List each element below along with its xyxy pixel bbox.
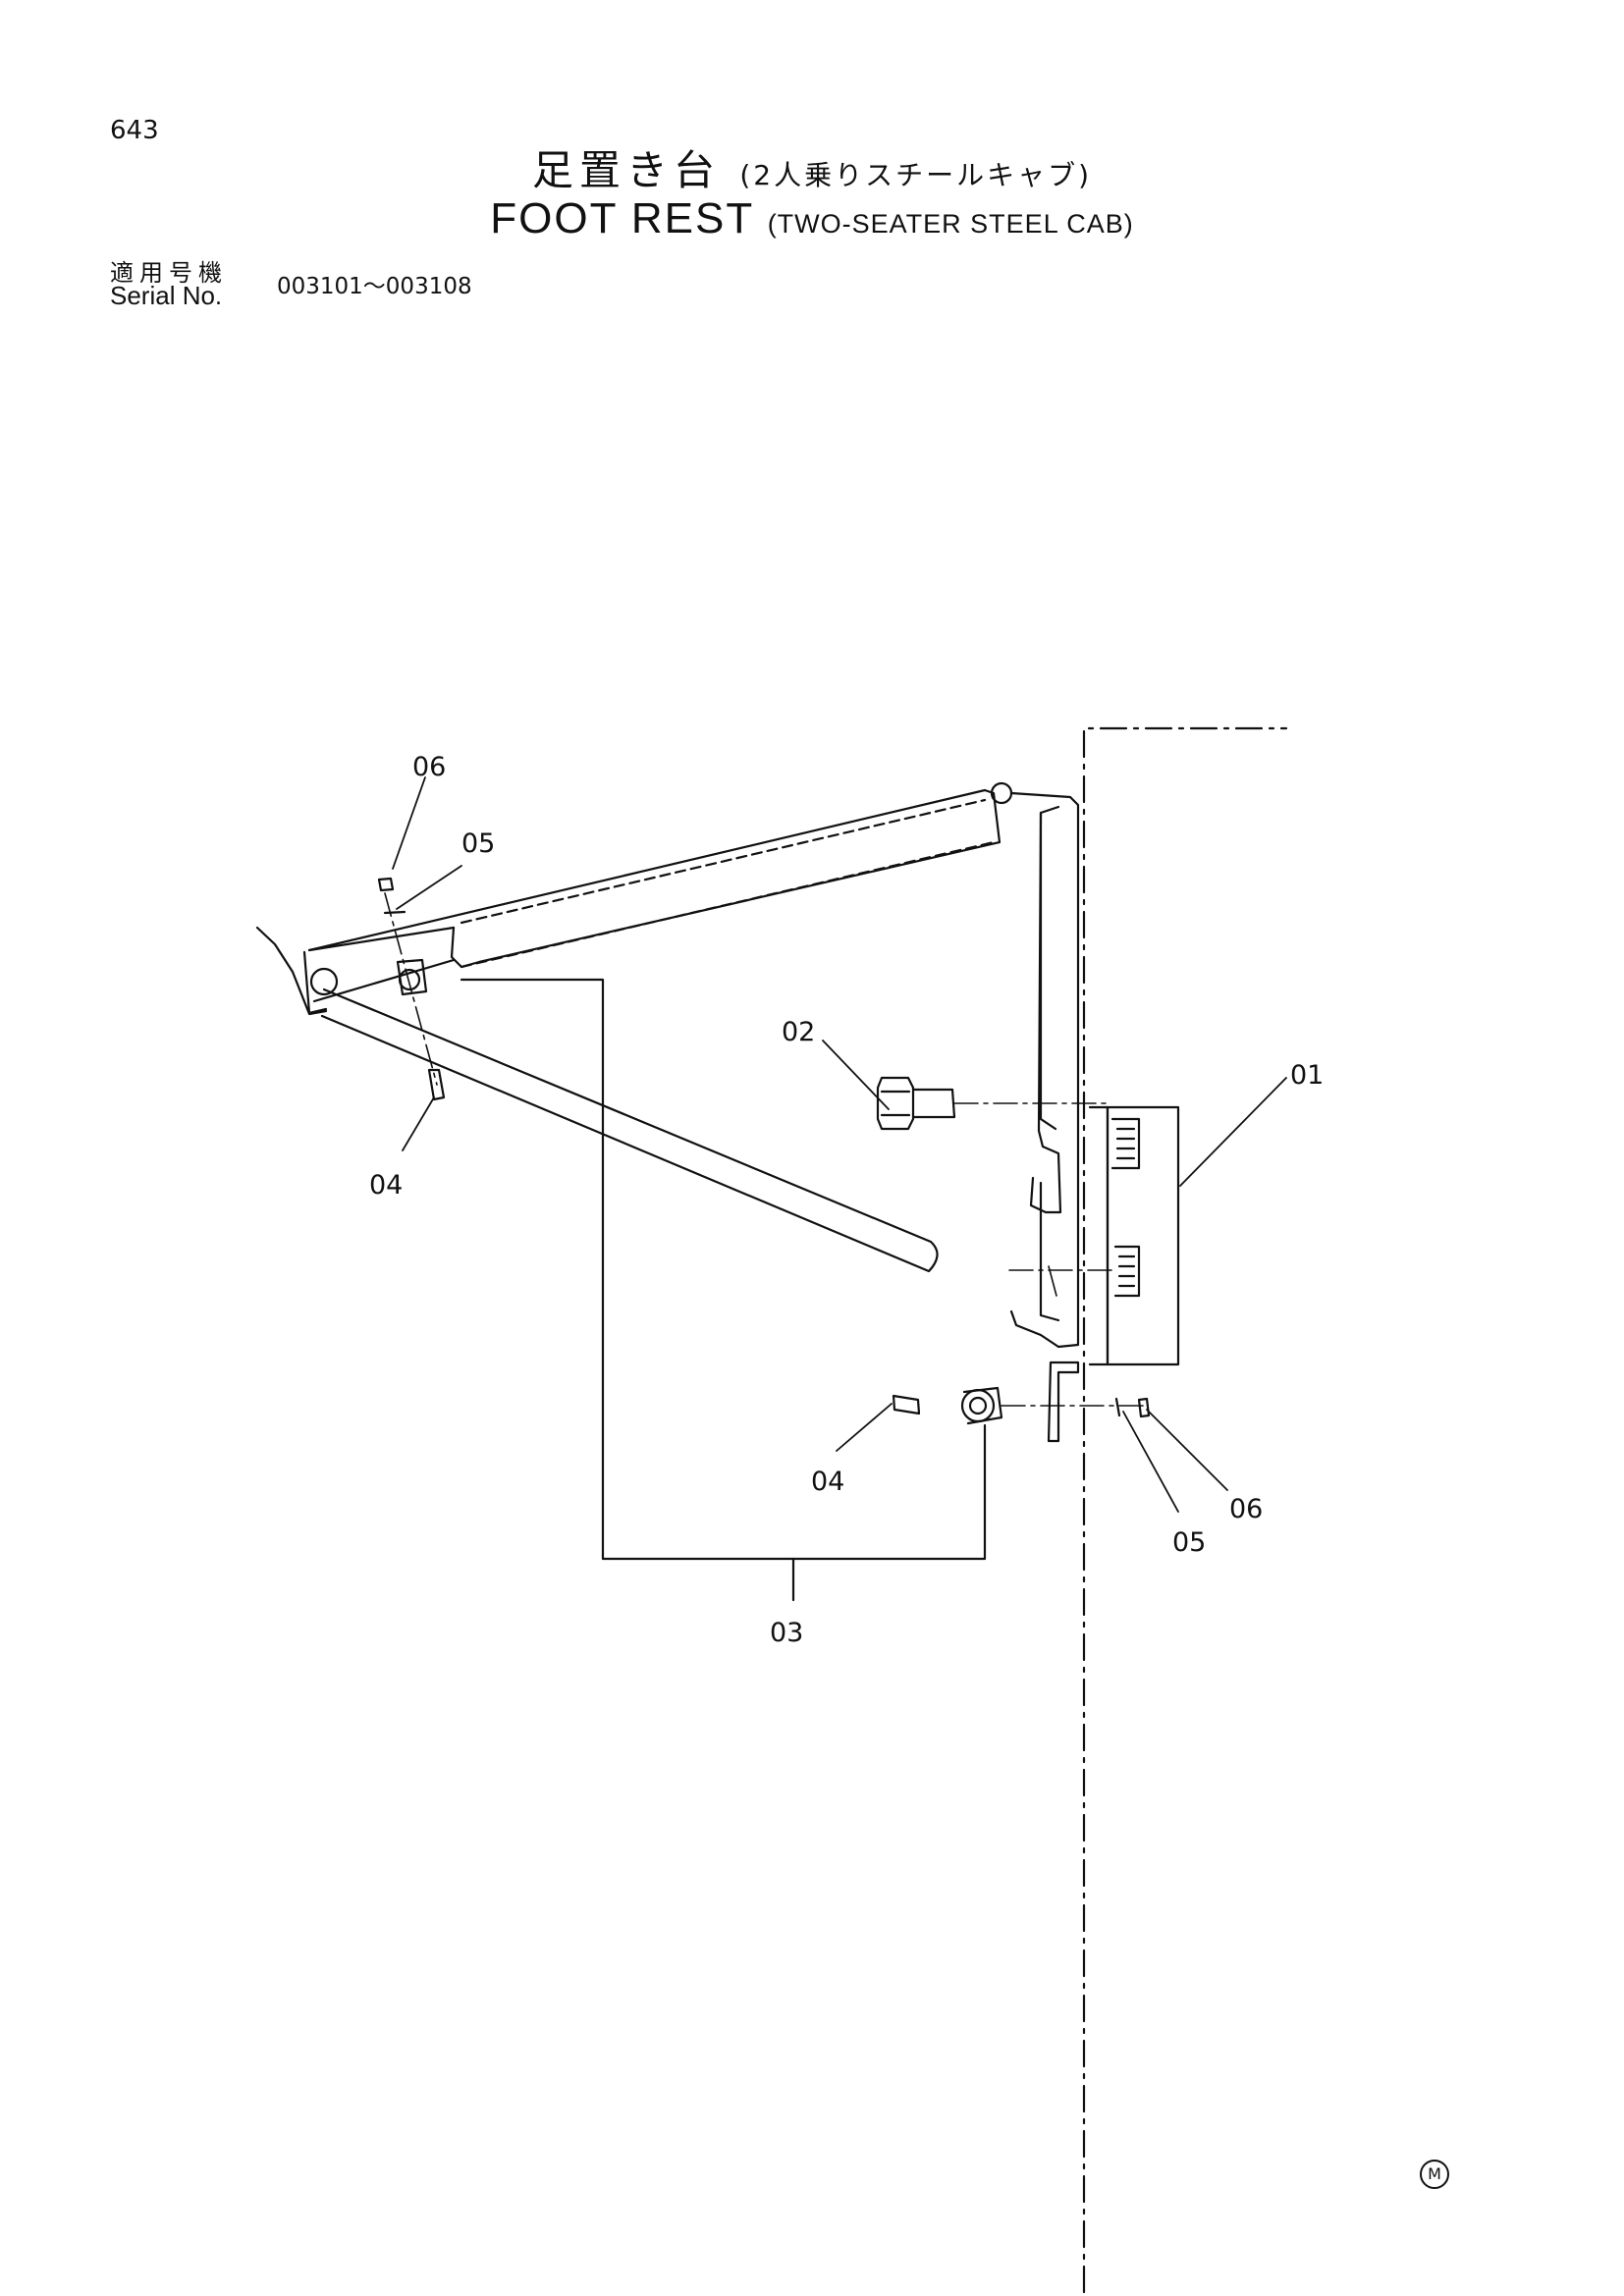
callout-06-top: 06 [412, 752, 446, 782]
serial-label-jp: 適用号機 [110, 259, 228, 287]
hook-bracket [990, 781, 1080, 1349]
title-jp-sub: (2人乗りスチールキャブ) [739, 159, 1093, 191]
callout-05-top: 05 [461, 828, 495, 859]
upper-pin-part-04 [427, 1068, 446, 1101]
bolt-part-02 [876, 1076, 956, 1131]
serial-range: 003101～003108 [277, 274, 472, 299]
page-number: 643 [110, 116, 159, 145]
assembly-axis-lines [384, 892, 1150, 1407]
title-jp-main: 足置き台 [531, 146, 721, 194]
upper-washer-clip [377, 877, 406, 915]
callout-06-bottom: 06 [1229, 1494, 1263, 1524]
callout-02: 02 [782, 1017, 815, 1047]
lower-collar [960, 1386, 1003, 1425]
lower-pin-part-04 [892, 1394, 921, 1415]
registered-mark-icon: M [1420, 2160, 1449, 2189]
callout-01: 01 [1290, 1060, 1324, 1091]
callout-05-bottom: 05 [1172, 1527, 1206, 1558]
callout-03: 03 [770, 1618, 803, 1648]
callout-04-bottom: 04 [811, 1467, 844, 1497]
callout-04-top: 04 [369, 1170, 403, 1201]
title-japanese: 足置き台 (2人乗りスチールキャブ) [0, 137, 1624, 197]
title-en-main: FOOT REST [490, 194, 754, 242]
title-en-sub: (TWO-SEATER STEEL CAB) [767, 209, 1134, 239]
lower-washer-clip [1114, 1397, 1151, 1418]
lower-bracket [1047, 1361, 1080, 1443]
leader-lines [392, 776, 1287, 1513]
support-strut [320, 988, 939, 1273]
footrest-top-board [255, 788, 1001, 1016]
part-03-group-bracket [460, 978, 987, 1602]
mounting-plate [1088, 1105, 1180, 1366]
cab-frame-outline [1082, 726, 1288, 2294]
board-hinge-bracket [302, 950, 428, 1015]
title-english: FOOT REST (TWO-SEATER STEEL CAB) [0, 194, 1624, 243]
serial-label-en: Serial No. [110, 281, 223, 310]
